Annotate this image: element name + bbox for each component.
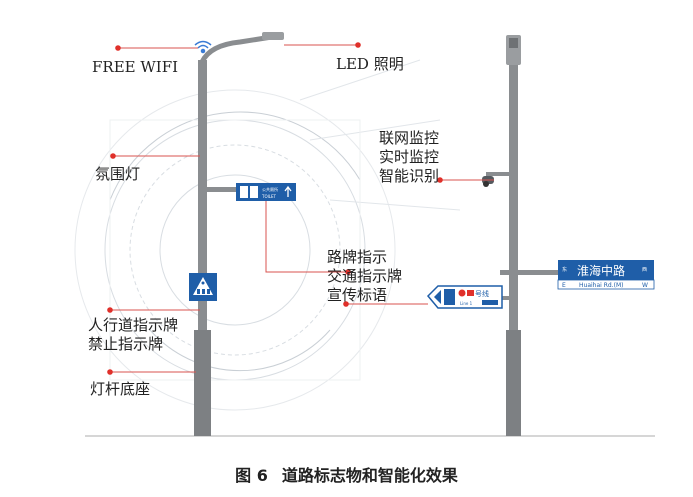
metro-line-en-text: Line 1 [460,301,473,306]
wifi-icon [194,40,212,54]
camera-icon [482,176,494,187]
street-dir-left: 东 [562,266,567,273]
metro-line-text: 号线 [475,289,489,298]
street-name-sign: 东 淮海中路 西 E Huaihai Rd.(M) W [557,260,655,290]
label-road-signs: 路牌指示 交通指示牌 宣传标语 [327,248,403,304]
street-dir-right: 西 [642,267,647,273]
caption-number: 图 6 [235,466,268,485]
street-w-text: W [642,282,648,289]
label-ambient-light: 氛围灯 [95,165,141,183]
street-e-text: E [562,282,566,289]
illustration: 公共厕所 TOILET [74,32,655,437]
label-pedestrian-sign: 人行道指示牌 禁止指示牌 [88,316,179,353]
figure-caption: 图 6 道路标志物和智能化效果 [0,462,693,486]
label-led-lighting: LED 照明 [336,55,404,73]
right-smart-pole [486,35,558,436]
label-pole-base: 灯杆底座 [90,380,151,398]
label-free-wifi: FREE WIFI [92,58,179,76]
metro-line-sign: 号线 Line 1 [426,285,503,309]
leader-lines [107,42,494,375]
toilet-en-text: TOILET [261,194,277,199]
toilet-sign: 公共厕所 TOILET [236,183,296,201]
toilet-cn-text: 公共厕所 [262,186,278,192]
background-decoration [74,59,461,411]
pedestrian-crossing-sign [189,273,217,301]
arrow-left-icon [434,290,441,304]
label-iot-monitoring: 联网监控 实时监控 智能识别 [379,129,440,185]
metro-logo-icon [458,289,466,297]
street-en-text: Huaihai Rd.(M) [579,282,623,289]
caption-title: 道路标志物和智能化效果 [281,466,458,485]
arrow-up-icon [284,185,292,197]
street-cn-text: 淮海中路 [577,263,625,278]
